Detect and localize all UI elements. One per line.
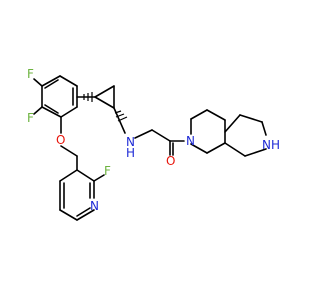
molecule-drawing: F F O F N N H O N NH (27, 67, 280, 221)
bond (244, 148, 267, 157)
bond (76, 207, 91, 217)
bond (94, 96, 115, 109)
bond (41, 106, 62, 118)
bond (134, 129, 153, 139)
pyridine-fluorine-label: F (104, 164, 111, 178)
structure-canvas: F F O F N N H O N NH (27, 67, 280, 221)
pyridine-nitrogen-label: N (90, 199, 99, 213)
bond (44, 79, 59, 89)
fluorine-atom-label: F (27, 67, 34, 81)
bond (206, 109, 226, 121)
bond (59, 75, 78, 87)
bond-lines (33, 75, 267, 221)
bond (93, 174, 105, 182)
bond (60, 106, 78, 118)
bond (206, 142, 226, 154)
pyrrolidine-nitrogen-label: NH (262, 138, 280, 152)
bond (60, 145, 78, 157)
bond (239, 114, 263, 123)
amine-nitrogen-label: N (126, 135, 135, 149)
bond (59, 209, 78, 221)
bond (261, 121, 267, 136)
bond (33, 106, 43, 115)
bond (190, 143, 208, 154)
bond (224, 114, 241, 133)
hashed-wedge (83, 92, 93, 102)
ether-oxygen-label: O (56, 133, 65, 147)
bond (33, 78, 43, 87)
bond (76, 169, 95, 182)
bond (224, 142, 246, 157)
carbonyl-oxygen-label: O (166, 154, 175, 168)
bond (76, 209, 95, 221)
amide-nitrogen-label: N (186, 134, 195, 148)
bond (94, 85, 115, 98)
amine-hydrogen-label: H (126, 146, 135, 160)
bond (151, 129, 171, 142)
bond (190, 109, 208, 120)
bond (44, 104, 59, 114)
hashed-wedge (114, 110, 128, 122)
bond (41, 75, 61, 87)
stereo-wedges (83, 92, 128, 122)
fluorine-atom-label: F (27, 111, 34, 125)
bond (59, 169, 78, 182)
